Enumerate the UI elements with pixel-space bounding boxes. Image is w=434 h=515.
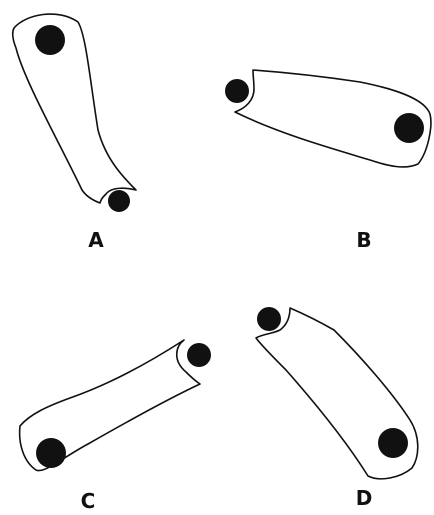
panel-a-label: A <box>88 228 104 252</box>
panel-b-large-dot <box>394 113 424 143</box>
panel-d-large-dot <box>378 428 408 458</box>
panel-a-large-dot <box>35 25 65 55</box>
panel-a: A <box>11 13 137 252</box>
panel-d: D <box>255 307 419 510</box>
panel-a-outline <box>11 13 137 204</box>
panel-a-small-dot <box>108 190 130 212</box>
panel-b-label: B <box>356 228 371 252</box>
panel-d-outline <box>255 307 419 480</box>
panel-c-label: C <box>81 489 96 513</box>
panel-c-large-dot <box>36 438 66 468</box>
panel-c-small-dot <box>187 343 211 367</box>
panel-b-small-dot <box>225 79 249 103</box>
panel-d-small-dot <box>257 307 281 331</box>
panel-c: C <box>18 339 211 513</box>
panel-d-label: D <box>356 486 373 510</box>
panel-b-outline <box>234 69 432 168</box>
panel-b: B <box>225 69 432 252</box>
